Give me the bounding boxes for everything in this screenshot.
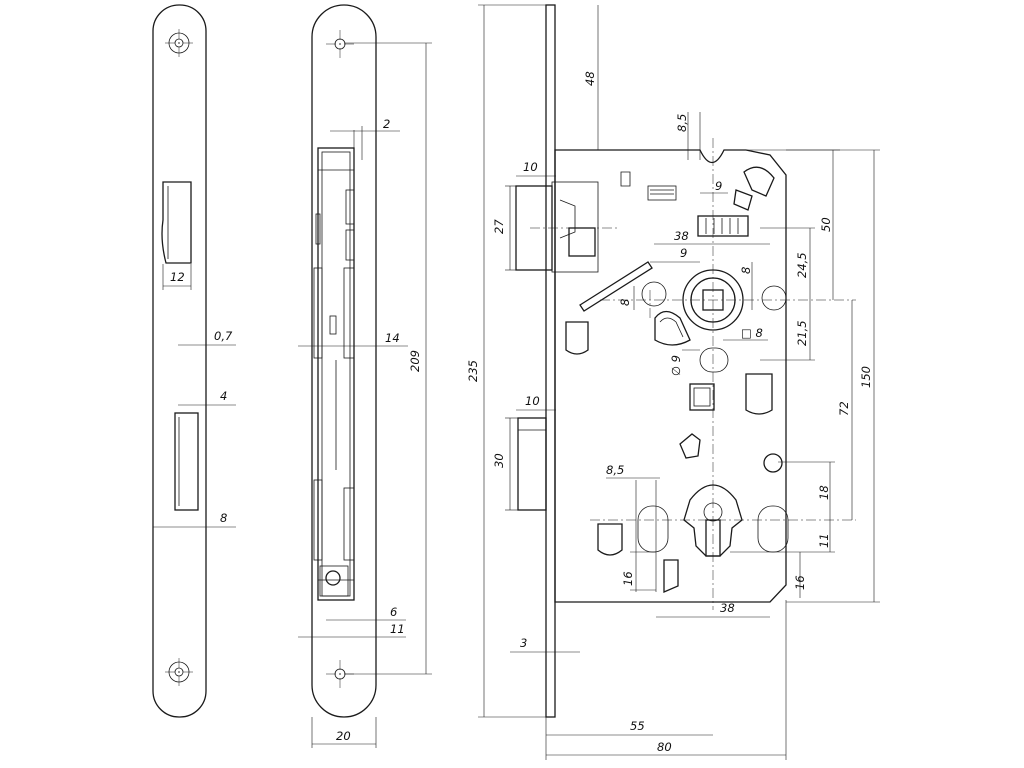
lock-body-view <box>515 4 856 718</box>
dim-8-5-top: 8,5 <box>675 114 689 132</box>
dim-8-5-lower: 8,5 <box>606 463 624 477</box>
dim-3: 3 <box>520 636 527 650</box>
mount-hole-top <box>165 29 193 57</box>
dim-9-second: 9 <box>680 246 687 260</box>
dim-11-right: 11 <box>817 533 831 548</box>
dim-27: 27 <box>492 219 506 234</box>
dim-8-right: 8 <box>739 267 753 274</box>
dim-80: 80 <box>657 740 672 754</box>
dim-209: 209 <box>408 350 422 372</box>
deadbolt <box>517 417 547 511</box>
dim-24-5: 24,5 <box>795 252 809 278</box>
dim-diameter-9: ∅ 9 <box>669 355 683 376</box>
dim-square-8: □ 8 <box>741 326 763 340</box>
dim-12: 12 <box>170 270 185 284</box>
dim-10-mid: 10 <box>525 394 540 408</box>
lock-side-view: 2 14 209 6 11 20 <box>298 4 432 748</box>
dim-30: 30 <box>492 453 506 468</box>
dim-16-right: 16 <box>793 575 807 590</box>
dim-0-7: 0,7 <box>214 329 233 343</box>
latch-opening <box>161 181 192 264</box>
dim-8: 8 <box>220 511 227 525</box>
case-profile <box>313 147 355 601</box>
dim-20: 20 <box>336 729 351 743</box>
dim-8-left: 8 <box>618 299 632 306</box>
mount-hole-bottom <box>165 658 193 686</box>
faceplate-front-view: 12 0,7 4 8 <box>152 4 236 718</box>
body-dimensions: 235 48 10 27 10 30 3 8,5 9 38 9 8 <box>466 4 880 760</box>
dim-38-lower: 38 <box>720 601 735 615</box>
dim-55: 55 <box>630 719 645 733</box>
dim-6: 6 <box>390 605 397 619</box>
dim-2: 2 <box>383 117 390 131</box>
mount-hole-top-side <box>326 30 354 58</box>
dim-150: 150 <box>859 366 873 388</box>
dim-14: 14 <box>385 331 400 345</box>
dim-10-top: 10 <box>523 160 538 174</box>
latch-bolt <box>515 181 599 273</box>
dim-16-left: 16 <box>621 571 635 586</box>
cylinder-cutout <box>683 484 743 557</box>
dim-38-top: 38 <box>674 229 689 243</box>
dim-18: 18 <box>817 485 831 500</box>
dim-4: 4 <box>220 389 227 403</box>
lever-part <box>579 261 691 346</box>
dim-72: 72 <box>837 401 851 416</box>
dim-235: 235 <box>466 360 480 382</box>
dim-9-top: 9 <box>715 179 722 193</box>
lock-case <box>554 149 787 603</box>
dim-50: 50 <box>819 217 833 232</box>
dim-48: 48 <box>583 71 597 86</box>
dim-21-5: 21,5 <box>795 320 809 346</box>
deadbolt-slot <box>174 412 199 511</box>
dim-11: 11 <box>390 622 405 636</box>
